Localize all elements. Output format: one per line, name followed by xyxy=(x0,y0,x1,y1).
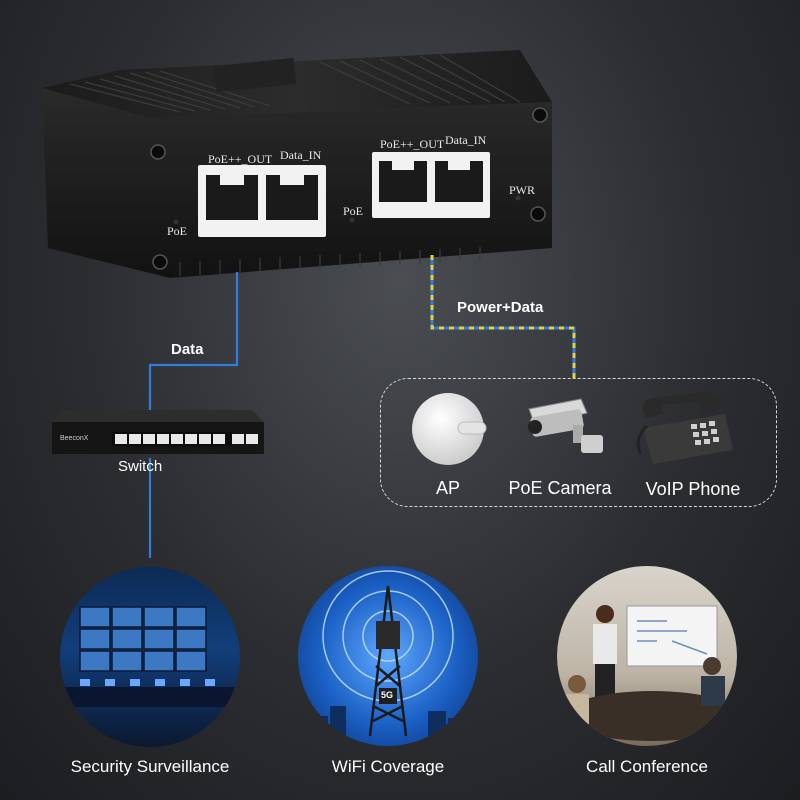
power-data-line-yellow xyxy=(430,255,576,378)
pwr-led-label: PWR xyxy=(509,183,536,197)
left-poe-out-label: PoE++_OUT xyxy=(208,152,273,166)
call-conference-image xyxy=(557,566,737,746)
voip-phone-icon xyxy=(636,392,733,464)
switch-brand: BeeconX xyxy=(60,435,89,442)
right-poe-led-label: PoE xyxy=(343,204,364,218)
switch-label: Switch xyxy=(118,458,163,475)
right-poe-out-label: PoE++_OUT xyxy=(380,137,445,151)
powered-devices-group xyxy=(380,378,777,507)
security-surveillance-image xyxy=(60,567,240,747)
data-line xyxy=(148,272,239,410)
power-data-label: Power+Data xyxy=(457,299,544,316)
tower-5g-badge: 5G xyxy=(381,690,394,700)
wifi-coverage-image: 5G xyxy=(298,566,478,746)
power-data-line-blue xyxy=(430,255,576,378)
wifi-coverage-label: WiFi Coverage xyxy=(331,757,445,776)
camera-icon xyxy=(528,398,603,453)
right-data-in-label: Data_IN xyxy=(445,133,487,147)
poe-camera-label: PoE Camera xyxy=(508,478,612,498)
call-conference-label: Call Conference xyxy=(586,757,708,776)
security-surveillance-label: Security Surveillance xyxy=(70,757,230,776)
data-label: Data xyxy=(171,341,204,358)
voip-phone-label: VoIP Phone xyxy=(645,479,741,499)
left-poe-led-label: PoE xyxy=(167,224,188,238)
ap-label: AP xyxy=(435,478,460,498)
left-data-in-label: Data_IN xyxy=(280,148,322,162)
network-switch-image xyxy=(52,410,264,454)
ap-icon xyxy=(412,393,487,465)
